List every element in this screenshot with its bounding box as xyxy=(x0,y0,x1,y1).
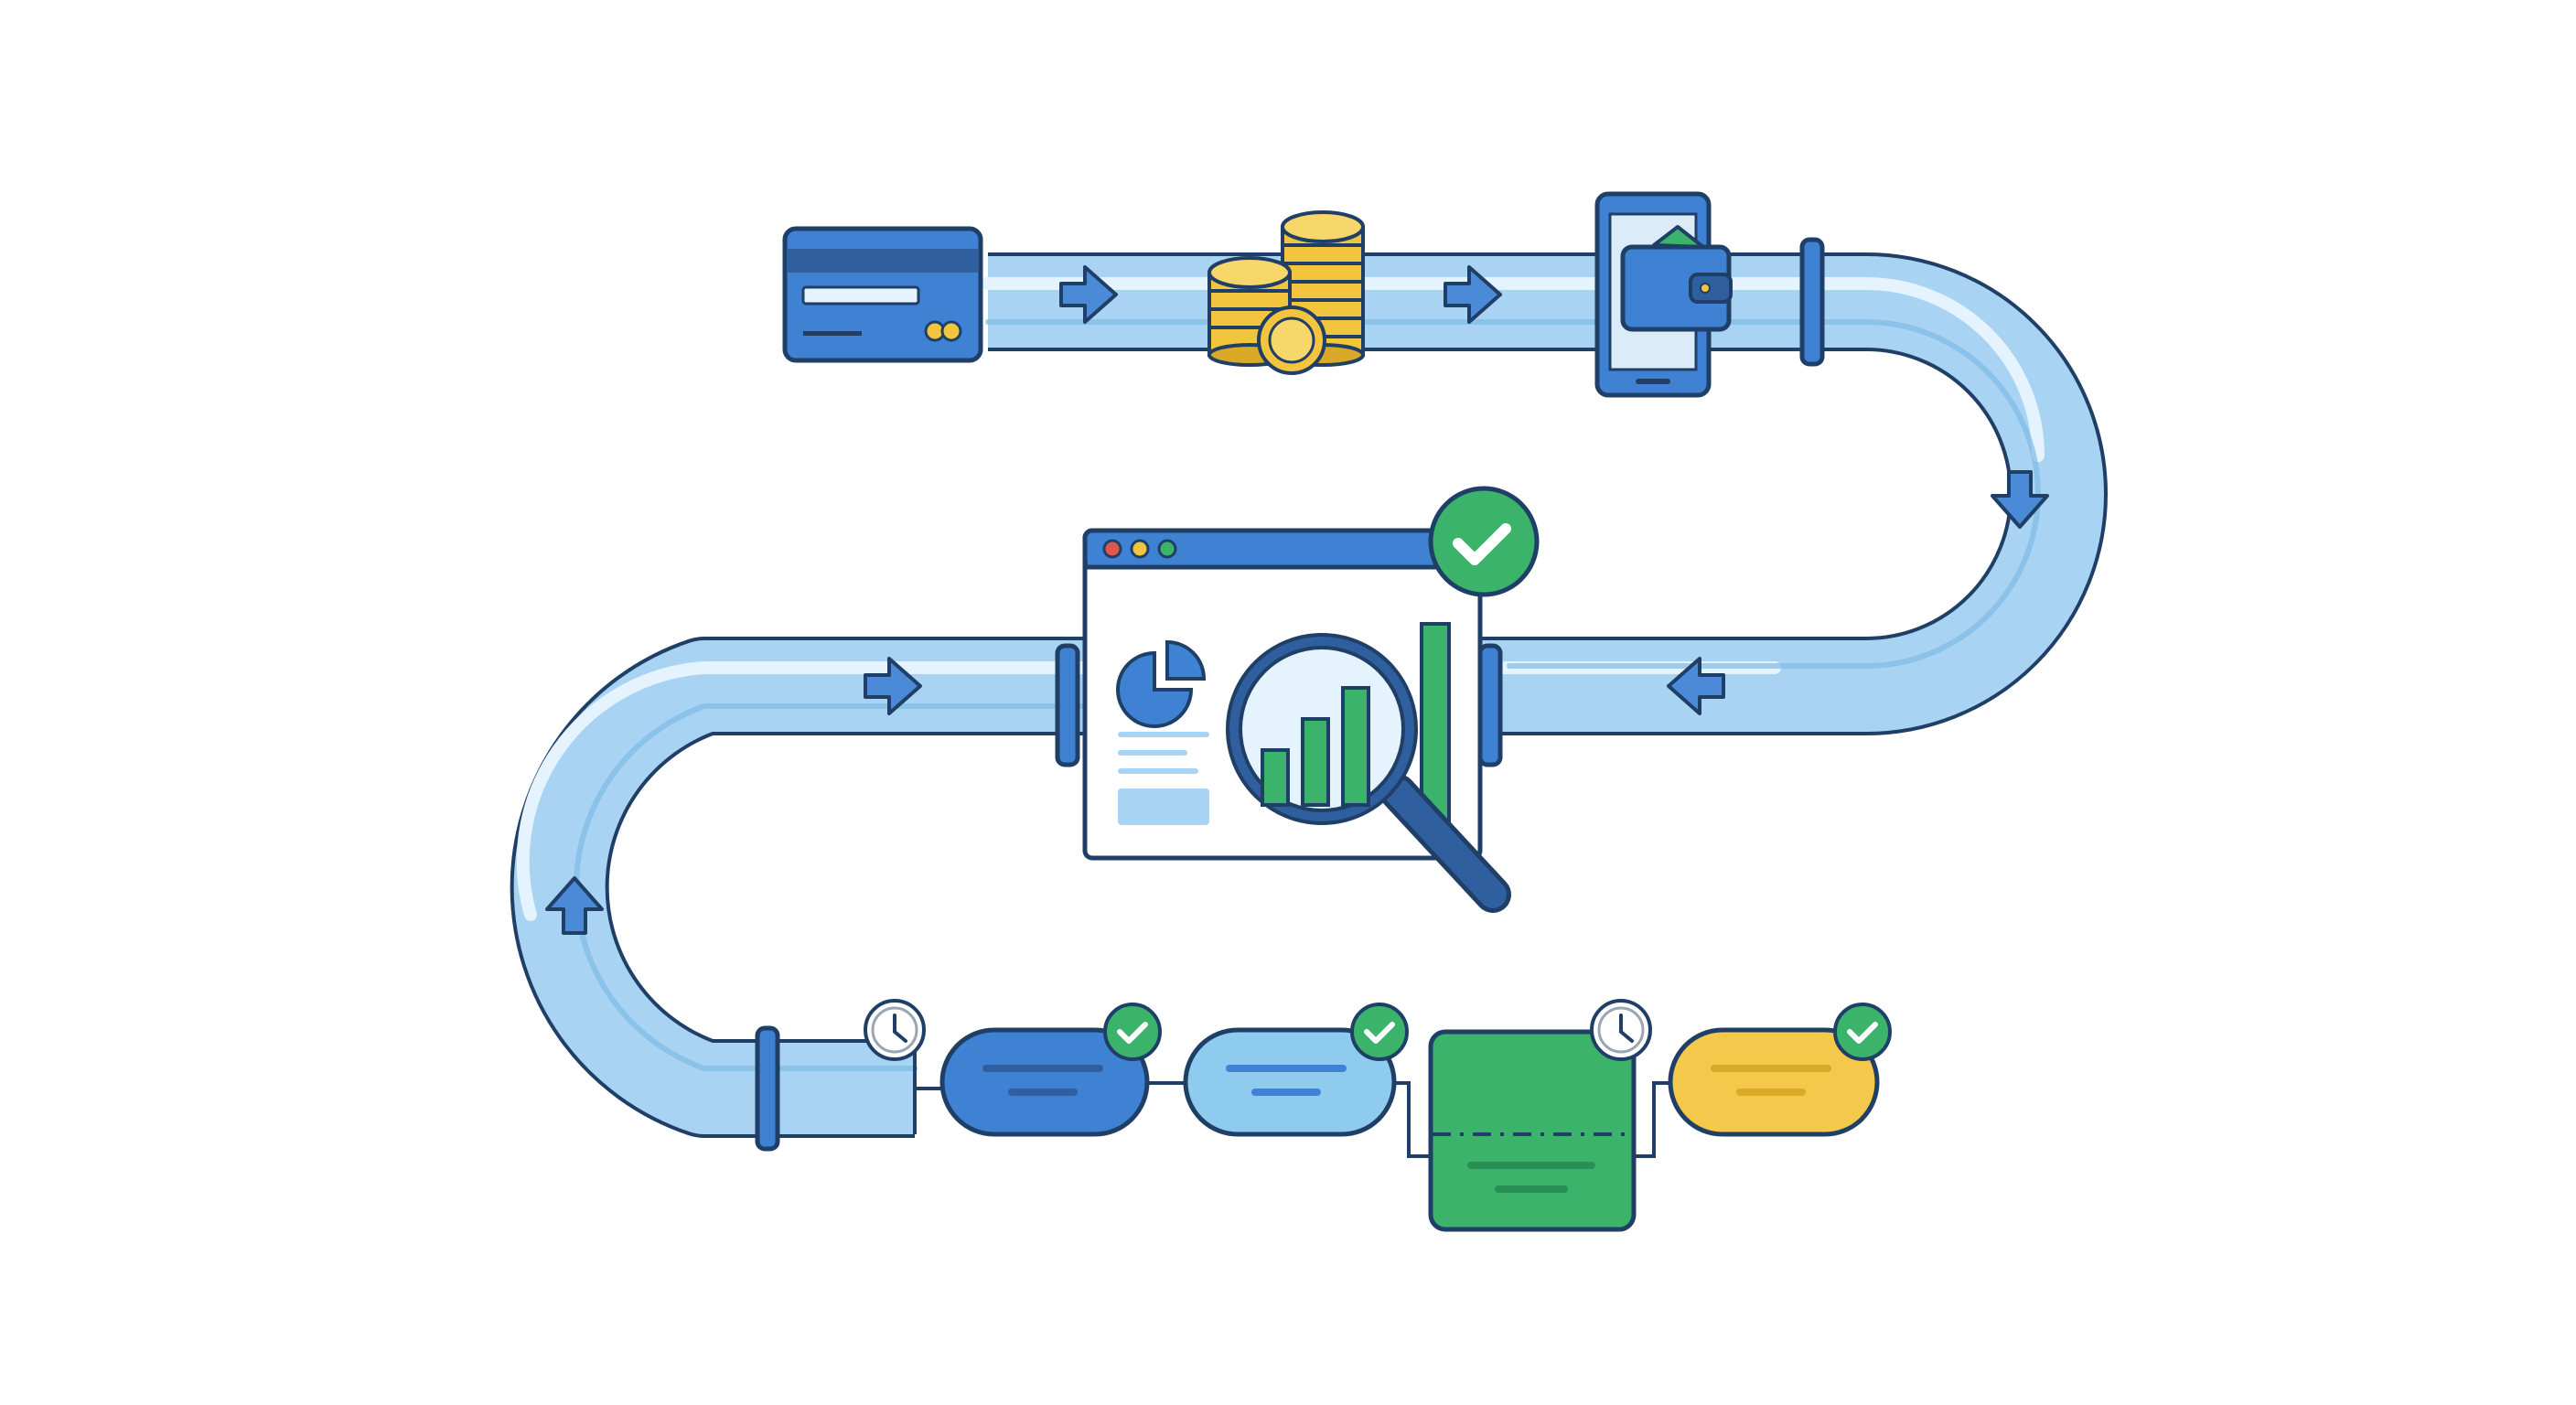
timeline-step-3 xyxy=(1428,1029,1637,1232)
arrow-right-icon xyxy=(1444,265,1502,324)
clock-icon xyxy=(864,999,926,1061)
clock-icon xyxy=(1590,999,1652,1061)
timeline-step-2 xyxy=(1183,1027,1397,1137)
arrow-up-icon xyxy=(545,876,604,935)
timeline-step-1 xyxy=(939,1027,1150,1137)
coupling-ring xyxy=(1477,643,1503,767)
pipeline-pipe xyxy=(510,252,2108,1138)
magnifying-glass-icon xyxy=(1226,633,1511,913)
arrow-left-icon xyxy=(1667,657,1725,715)
mobile-wallet-icon xyxy=(1594,191,1733,398)
coupling-ring xyxy=(755,1025,780,1152)
coupling-ring xyxy=(1799,237,1825,367)
window-dot-green xyxy=(1157,539,1177,559)
analytics-window-icon xyxy=(1082,486,1540,913)
coupling-ring xyxy=(1055,643,1080,767)
check-badge-icon xyxy=(1350,1003,1409,1061)
arrow-right-icon xyxy=(1059,265,1118,324)
window-dot-red xyxy=(1102,539,1122,559)
coin-stack-icon xyxy=(1208,210,1365,375)
timeline xyxy=(864,999,1892,1232)
arrow-right-icon xyxy=(864,657,922,715)
flow-arrows xyxy=(545,265,2049,935)
check-badge-icon xyxy=(1833,1003,1892,1061)
check-badge-icon xyxy=(1103,1003,1162,1061)
arrow-down-icon xyxy=(1991,470,2049,529)
credit-card-icon xyxy=(782,226,983,363)
bar-tall xyxy=(1420,622,1451,825)
window-dot-yellow xyxy=(1130,539,1150,559)
timeline-step-4 xyxy=(1668,1027,1880,1137)
coin-stack-short xyxy=(1208,256,1292,367)
check-badge-icon xyxy=(1428,486,1540,597)
pipe-couplings xyxy=(755,237,1825,1152)
pie-chart-icon xyxy=(1116,639,1207,728)
